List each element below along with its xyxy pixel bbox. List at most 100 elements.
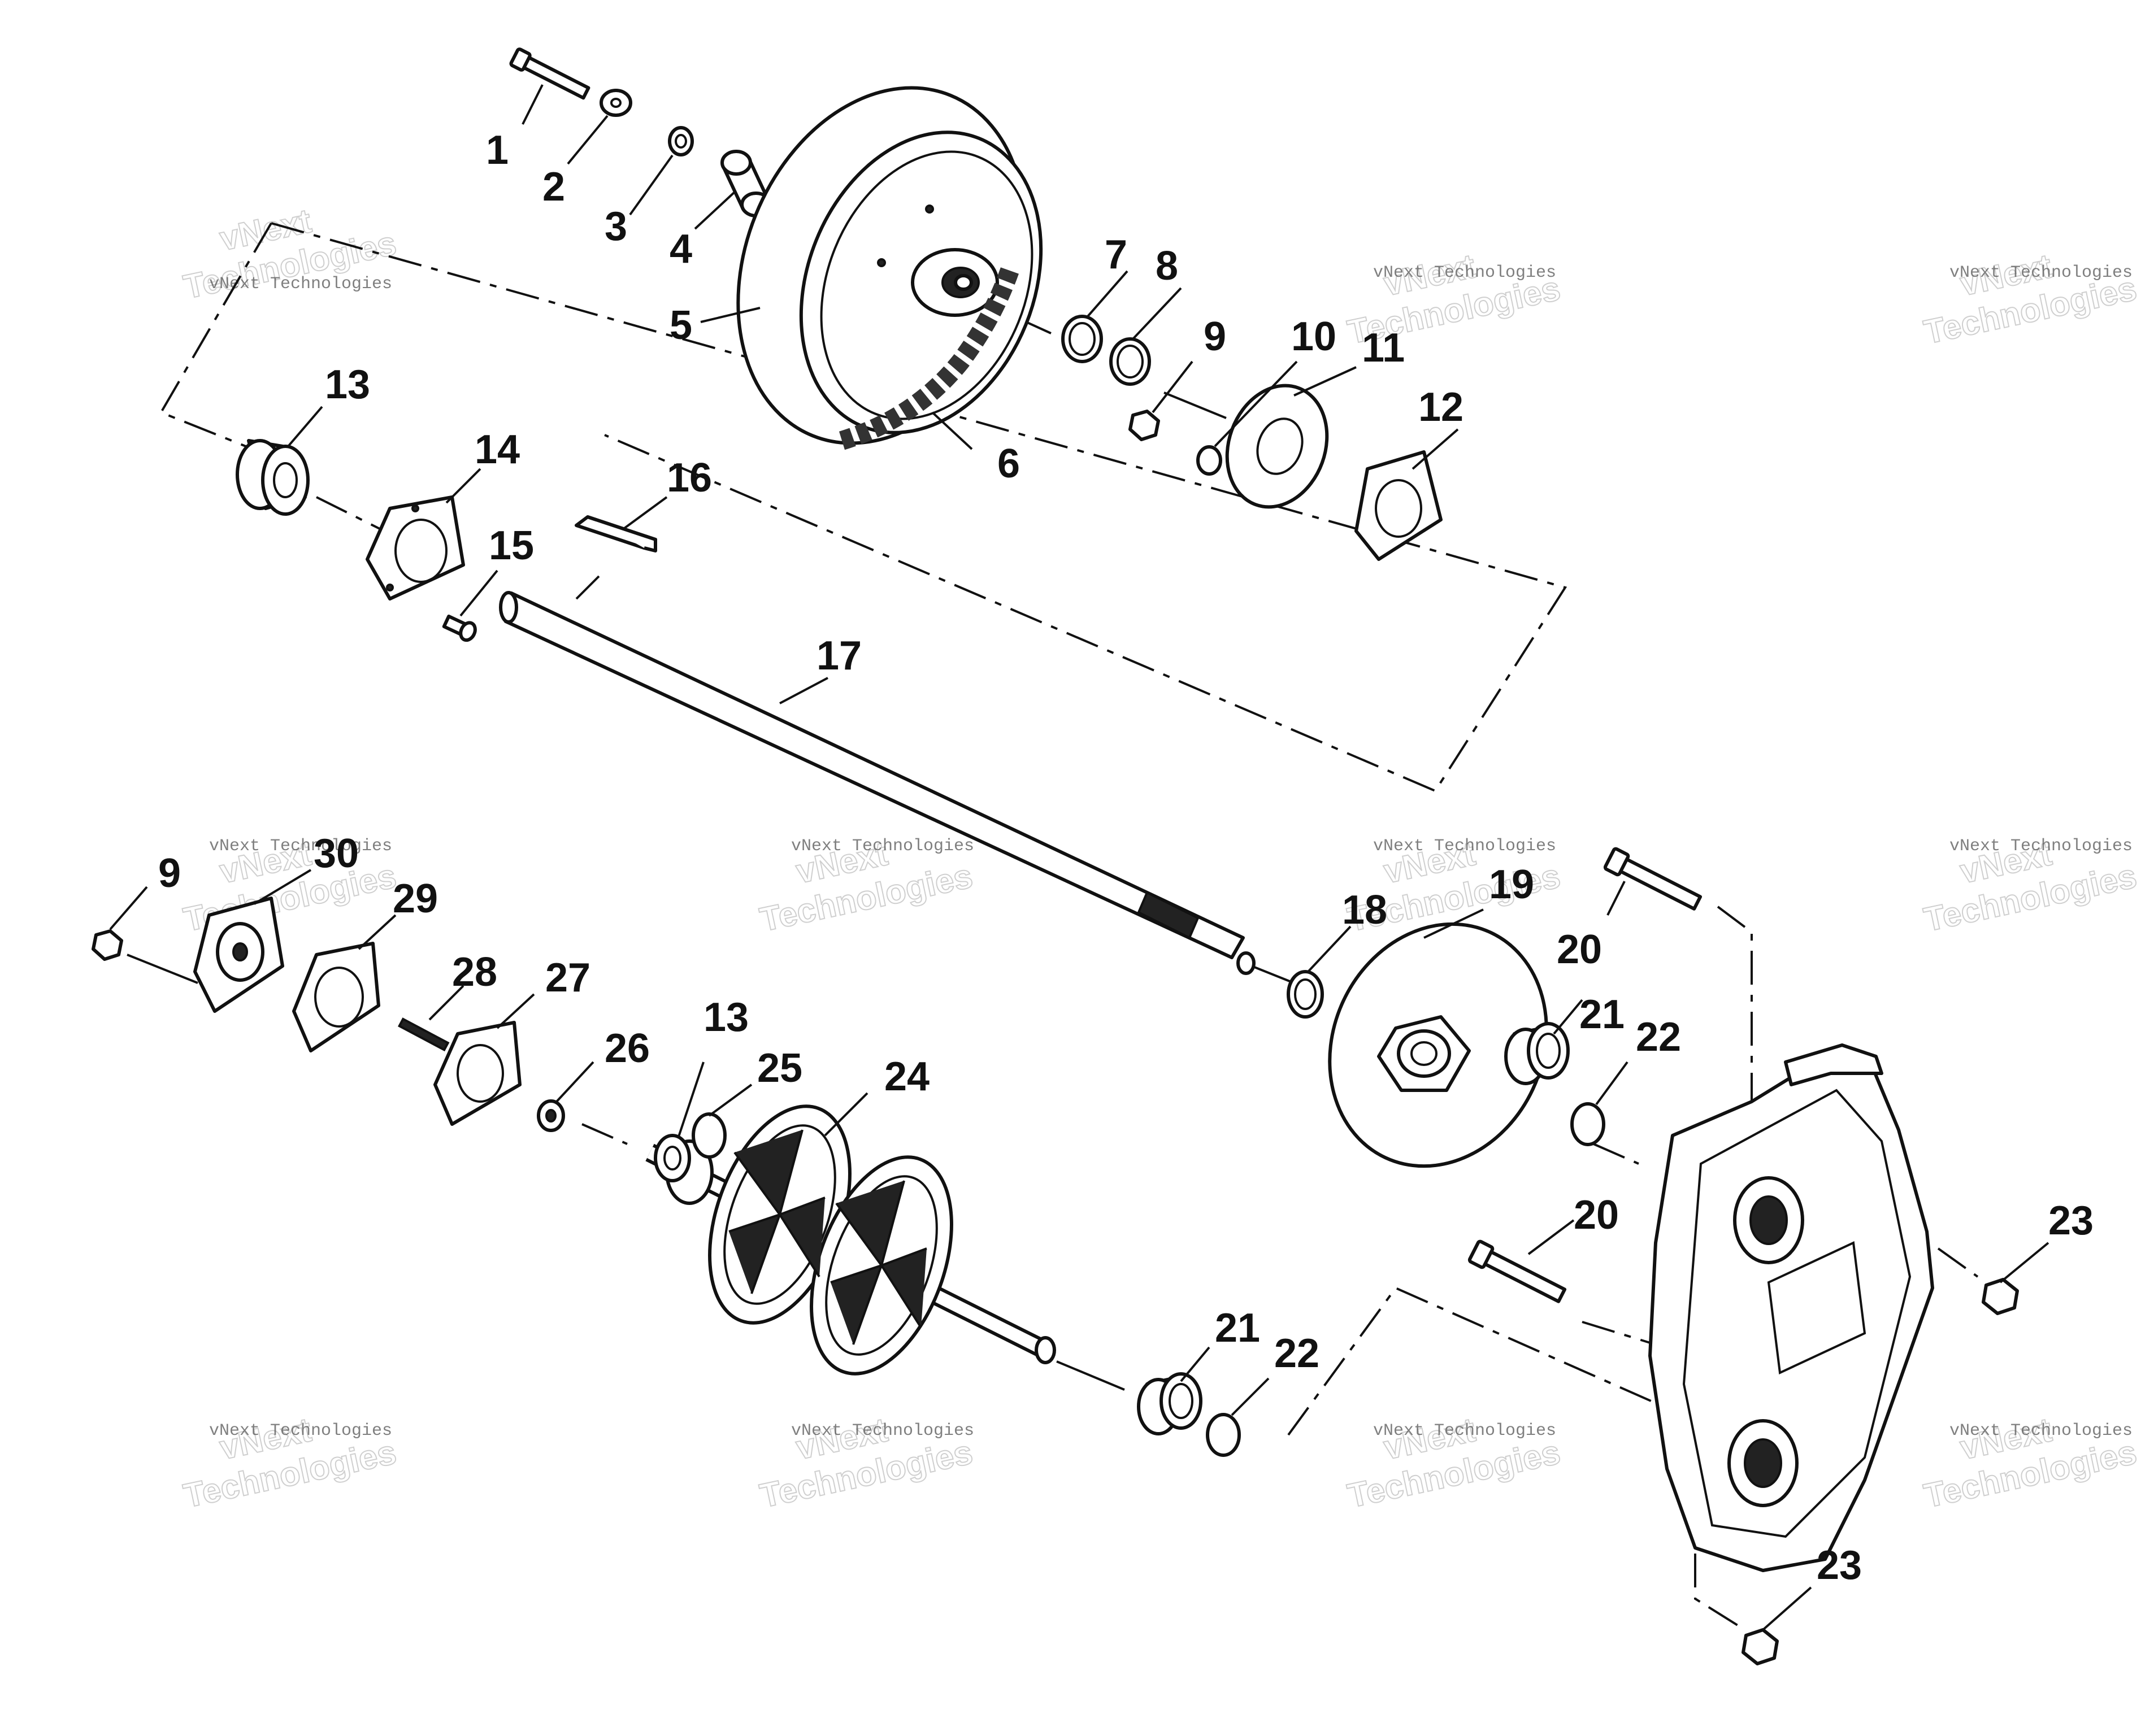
- leader-8: [1132, 287, 1182, 340]
- callout-5: 5: [670, 303, 692, 348]
- flange-part-27: [433, 1021, 522, 1126]
- leader-20b: [1527, 1219, 1575, 1255]
- axis-line-driveshaft: [1056, 1360, 1125, 1391]
- leader-27: [496, 993, 535, 1029]
- assembly-line-bearing: [316, 496, 385, 532]
- callout-13b: 13: [703, 995, 749, 1040]
- plug-part-22: [1570, 1102, 1605, 1146]
- callout-21: 21: [1579, 992, 1625, 1037]
- leader-4: [694, 191, 736, 230]
- callout-18: 18: [1342, 887, 1387, 933]
- watermark-small: vNext Technologies: [1949, 1421, 2133, 1441]
- leader-9: [1152, 360, 1193, 414]
- flange-part-12: [1354, 450, 1443, 561]
- leader-14: [445, 468, 481, 504]
- callout-28: 28: [452, 950, 497, 995]
- leader-25: [708, 1084, 753, 1117]
- leader-12: [1412, 428, 1459, 470]
- washer-hole-2: [610, 98, 622, 108]
- washer-part-10: [1196, 445, 1222, 476]
- plug-part-22b: [1206, 1413, 1241, 1457]
- nut-part-9b: [92, 929, 123, 961]
- watermark-small: vNext Technologies: [209, 1421, 392, 1441]
- callout-6: 6: [997, 441, 1020, 486]
- callout-4: 4: [670, 227, 692, 272]
- bearing-plate-part-11: [1225, 384, 1329, 509]
- assembly-line-nut-bottom: [1694, 1554, 1742, 1628]
- leader-6: [931, 411, 973, 450]
- callout-26: 26: [605, 1026, 650, 1071]
- brake-disc-part-19: [1328, 922, 1548, 1168]
- watermark-small: vNext Technologies: [1949, 263, 2133, 282]
- assembly-line-bolt-mid: [1582, 1321, 1656, 1346]
- leader-23: [1999, 1242, 2049, 1283]
- callout-14: 14: [475, 427, 520, 472]
- parts: [92, 47, 2019, 1665]
- callout-17: 17: [817, 633, 862, 678]
- callout-29: 29: [393, 876, 438, 921]
- callout-9b: 9: [158, 851, 181, 896]
- callout-8: 8: [1156, 243, 1178, 289]
- callout-3: 3: [605, 204, 627, 249]
- callout-23: 23: [2048, 1198, 2094, 1243]
- callouts: 1 2 3 4 5 6 7 8 9 10 11 12 13 14 15 16 1…: [158, 128, 2094, 1588]
- leader-15: [459, 569, 498, 617]
- nut-part-23b: [1742, 1628, 1779, 1665]
- callout-2: 2: [542, 164, 565, 210]
- watermark: vNext Technologies: [1920, 246, 2140, 352]
- seal-part-18: [1287, 970, 1324, 1019]
- callout-15: 15: [489, 523, 534, 568]
- callout-23b: 23: [1817, 1543, 1862, 1588]
- leader-2: [567, 115, 609, 165]
- callout-12: 12: [1418, 385, 1463, 430]
- watermark: vNext Technologies: [1920, 1410, 2140, 1516]
- bearing-part-13: [236, 439, 310, 516]
- spring-pin-part-28: [398, 1017, 450, 1052]
- flange-part-14: [366, 495, 465, 601]
- leader-16b: [575, 575, 600, 600]
- callout-22: 22: [1636, 1015, 1681, 1060]
- callout-27: 27: [545, 955, 590, 1000]
- assembly-line-lower-loop: [1287, 1286, 1741, 1442]
- leader-3: [629, 154, 674, 216]
- leader-16: [623, 496, 668, 529]
- bolt-part-20b: [1467, 1239, 1567, 1303]
- leader-11: [1293, 366, 1357, 397]
- callout-7: 7: [1105, 232, 1127, 277]
- watermark-small: vNext Technologies: [1373, 1421, 1556, 1441]
- leader-22: [1595, 1061, 1628, 1106]
- leader-19: [1423, 908, 1484, 939]
- leader-1: [522, 84, 544, 125]
- callout-9: 9: [1204, 314, 1226, 359]
- callout-13: 13: [325, 362, 370, 407]
- watermark-small: vNext Technologies: [1949, 837, 2133, 856]
- bushing-part-21b: [1137, 1372, 1202, 1435]
- watermark: vNext Technologies: [1344, 1410, 1564, 1516]
- callout-24: 24: [884, 1054, 930, 1099]
- leader-18: [1307, 925, 1352, 973]
- bolt-part-1: [509, 47, 590, 100]
- leader-13: [287, 406, 323, 447]
- callout-21b: 21: [1215, 1306, 1260, 1351]
- assembly-line-plug: [1593, 1143, 1639, 1165]
- assembly-line-upper-left: [159, 222, 272, 453]
- leader-13b: [677, 1061, 705, 1139]
- assembly-line-nut-right: [1937, 1247, 1979, 1278]
- gasket-part-29: [292, 942, 380, 1052]
- callout-19: 19: [1489, 862, 1534, 907]
- washer-hole-3: [675, 134, 687, 149]
- oring-inner-8: [1117, 345, 1144, 378]
- assembly-line-bolt-top: [1717, 906, 1753, 1152]
- leader-21: [1553, 999, 1583, 1035]
- bushing-part-21: [1504, 1022, 1570, 1085]
- leader-7: [1087, 270, 1128, 317]
- washer-part-2: [600, 89, 632, 117]
- axis-line-shaft: [1251, 965, 1295, 984]
- watermark-small: vNext Technologies: [1373, 263, 1556, 282]
- watermark: vNext Technologies: [756, 1410, 976, 1516]
- leader-9b: [109, 886, 148, 930]
- nut-part-23: [1982, 1278, 2019, 1315]
- callout-16: 16: [667, 455, 712, 501]
- watermark-small: vNext Technologies: [1373, 837, 1556, 856]
